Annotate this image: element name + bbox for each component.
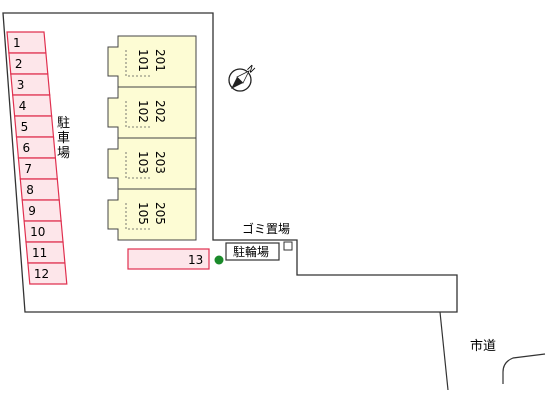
road-edge [439,311,449,391]
parking-space-13-label: 13 [188,253,203,267]
bike-parking-label: 駐輪場 [233,244,269,259]
parking-space-label: 1 [13,36,21,50]
bike-parking [225,242,280,261]
unit-number-lower: 103 [136,151,150,174]
unit-outline [107,86,197,139]
parking-space-label: 3 [17,78,25,92]
compass-icon: N [228,64,256,92]
garbage-label: ゴミ置場 [242,221,290,236]
unit-inner-line [125,101,152,128]
unit-number-upper: 201 [153,49,167,72]
parking-space-label: 8 [26,183,34,197]
unit-number-upper: 202 [153,100,167,123]
parking-space-label: 6 [23,141,31,155]
parking-space-label: 12 [34,267,49,281]
parking-space-label: 2 [15,57,23,71]
lot-boundary [2,12,458,313]
entrance-dot [214,255,224,265]
parking-space-label: 7 [24,162,32,176]
parking-label: 駐車場 [57,116,70,161]
unit-outline [107,188,197,241]
parking-space-label: 11 [32,246,47,260]
unit-number-lower: 105 [136,202,150,225]
road-label: 市道 [470,338,496,354]
parking-label-char: 車 [57,131,70,146]
unit-number-upper: 205 [153,202,167,225]
road-edge [502,353,546,384]
parking-space-label: 5 [21,120,29,134]
garbage-box [283,241,293,251]
unit-number-lower: 101 [136,49,150,72]
parking-space-13 [127,248,210,270]
unit-number-upper: 203 [153,151,167,174]
unit-inner-line [125,203,152,230]
unit-outline [107,35,197,88]
unit-inner-line [125,50,152,77]
parking-space-label: 9 [28,204,36,218]
parking-label-char: 場 [57,146,70,161]
parking-space-label: 10 [30,225,45,239]
parking-space-12 [27,262,68,285]
parking-space-label: 4 [19,99,27,113]
unit-inner-line [125,152,152,179]
compass-north-label: N [244,64,256,76]
unit-number-lower: 102 [136,100,150,123]
parking-label-char: 駐 [57,116,70,131]
unit-outline [107,137,197,190]
